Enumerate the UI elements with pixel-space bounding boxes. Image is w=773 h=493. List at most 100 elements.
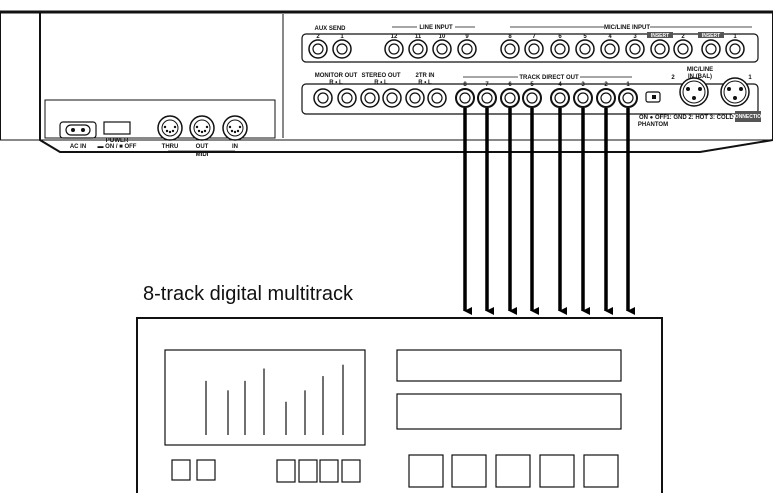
svg-text:8: 8	[508, 34, 512, 40]
pin-legend: 1: GND 2: HOT 3: COLD	[666, 115, 734, 121]
insert-badge-2	[647, 32, 673, 38]
track-direct-out-number: 5	[530, 82, 534, 88]
two-tr-in-label: 2TR IN	[415, 73, 434, 79]
top-jack[interactable]	[600, 39, 620, 59]
track-direct-out-jack[interactable]	[500, 88, 520, 108]
recorder-unit	[136, 317, 663, 493]
stereo-out-label: STEREO OUT	[361, 73, 400, 79]
track-direct-out-jack[interactable]	[550, 88, 570, 108]
track-direct-out-number: 4	[558, 82, 562, 88]
svg-text:5: 5	[583, 34, 587, 40]
svg-text:6: 6	[558, 34, 562, 40]
track-direct-out-jack[interactable]	[573, 88, 593, 108]
recorder-button[interactable]	[495, 454, 531, 488]
mic-line-input-label: MIC/LINE INPUT	[604, 25, 650, 31]
svg-text:1: 1	[733, 34, 737, 40]
top-jack[interactable]	[575, 39, 595, 59]
top-jack[interactable]	[673, 39, 693, 59]
rca-jack[interactable]	[382, 88, 402, 108]
rca-jack[interactable]	[360, 88, 380, 108]
bottom-jack-row	[313, 88, 638, 108]
top-jack[interactable]	[308, 39, 328, 59]
meter-display	[164, 349, 366, 446]
recorder-button[interactable]	[196, 459, 216, 481]
track-direct-out-jack[interactable]	[477, 88, 497, 108]
output-labels: MONITOR OUT R • L STEREO OUT R • L 2TR I…	[315, 67, 753, 86]
svg-text:R • L: R • L	[374, 80, 388, 86]
xlr-input-1[interactable]	[720, 77, 750, 107]
phantom-switch[interactable]	[645, 91, 661, 103]
top-jack[interactable]	[500, 39, 520, 59]
track-direct-out-jack[interactable]	[522, 88, 542, 108]
line-input-group: LINE INPUT 12 11 10 9	[391, 22, 475, 40]
top-jack[interactable]	[550, 39, 570, 59]
midi-ports	[157, 115, 248, 141]
top-jack[interactable]	[457, 39, 477, 59]
display-window-lower	[396, 393, 622, 430]
svg-text:1: 1	[748, 75, 752, 81]
track-direct-out-number: 1	[626, 82, 630, 88]
top-jack[interactable]	[384, 39, 404, 59]
recorder-button[interactable]	[408, 454, 444, 488]
rca-jack[interactable]	[337, 88, 357, 108]
xlr-input-2[interactable]	[679, 77, 709, 107]
aux-send-1: 1	[340, 34, 344, 40]
top-jack[interactable]	[432, 39, 452, 59]
display-window-upper	[396, 349, 622, 382]
line-input-label: LINE INPUT	[419, 25, 453, 31]
midi-port[interactable]	[222, 115, 248, 141]
line-input-12: 12	[391, 34, 398, 40]
top-jack[interactable]	[625, 39, 645, 59]
svg-text:7: 7	[532, 34, 536, 40]
recorder-button[interactable]	[451, 454, 487, 488]
midi-port[interactable]	[189, 115, 215, 141]
rca-jack[interactable]	[427, 88, 447, 108]
track-direct-out-number: 2	[604, 82, 608, 88]
power-label: POWER	[106, 138, 129, 144]
recorder-button[interactable]	[539, 454, 575, 488]
track-direct-out-jack[interactable]	[618, 88, 638, 108]
midi-port[interactable]	[157, 115, 183, 141]
top-jack[interactable]	[408, 39, 428, 59]
power-onoff-label: ▬ ON / ■ OFF	[98, 144, 137, 150]
recorder-button[interactable]	[319, 459, 339, 483]
power-switch[interactable]	[103, 121, 131, 135]
ac-in-label: AC IN	[70, 144, 86, 150]
top-jack[interactable]	[725, 39, 745, 59]
track-direct-out-jack[interactable]	[455, 88, 475, 108]
recorder-title: 8-track digital multitrack	[143, 283, 354, 305]
recorder-button[interactable]	[298, 459, 318, 483]
recorder-button[interactable]	[583, 454, 619, 488]
top-jack[interactable]	[650, 39, 670, 59]
svg-text:INSERT: INSERT	[702, 33, 720, 39]
track-direct-out-jack[interactable]	[596, 88, 616, 108]
rca-jack[interactable]	[313, 88, 333, 108]
track-direct-out-label: TRACK DIRECT OUT	[519, 75, 579, 81]
track-direct-out-number: 3	[581, 82, 585, 88]
top-jack[interactable]	[524, 39, 544, 59]
midi-in-label: IN	[232, 144, 238, 150]
recorder-button[interactable]	[341, 459, 361, 483]
recorder-button[interactable]	[276, 459, 296, 483]
recorder-buttons	[171, 454, 619, 488]
midi-thru-label: THRU	[162, 144, 179, 150]
track-direct-out-number: 7	[485, 82, 489, 88]
recorder-button[interactable]	[171, 459, 191, 481]
top-jack[interactable]	[332, 39, 352, 59]
xlr-label: MIC/LINE	[687, 67, 713, 73]
top-jack[interactable]	[701, 39, 721, 59]
line-input-10: 10	[439, 34, 446, 40]
line-input-11: 11	[415, 34, 422, 40]
connection-arrows	[463, 108, 635, 315]
aux-send-2: 2	[316, 34, 320, 40]
rca-jack[interactable]	[405, 88, 425, 108]
line-input-9: 9	[465, 34, 469, 40]
aux-send-label: AUX SEND	[314, 26, 346, 32]
svg-text:2: 2	[671, 75, 675, 81]
ac-in-socket[interactable]	[59, 121, 97, 139]
svg-text:INSERT: INSERT	[651, 33, 669, 39]
midi-group-label: MIDI	[196, 152, 209, 158]
phantom-label: PHANTOM	[638, 122, 668, 128]
